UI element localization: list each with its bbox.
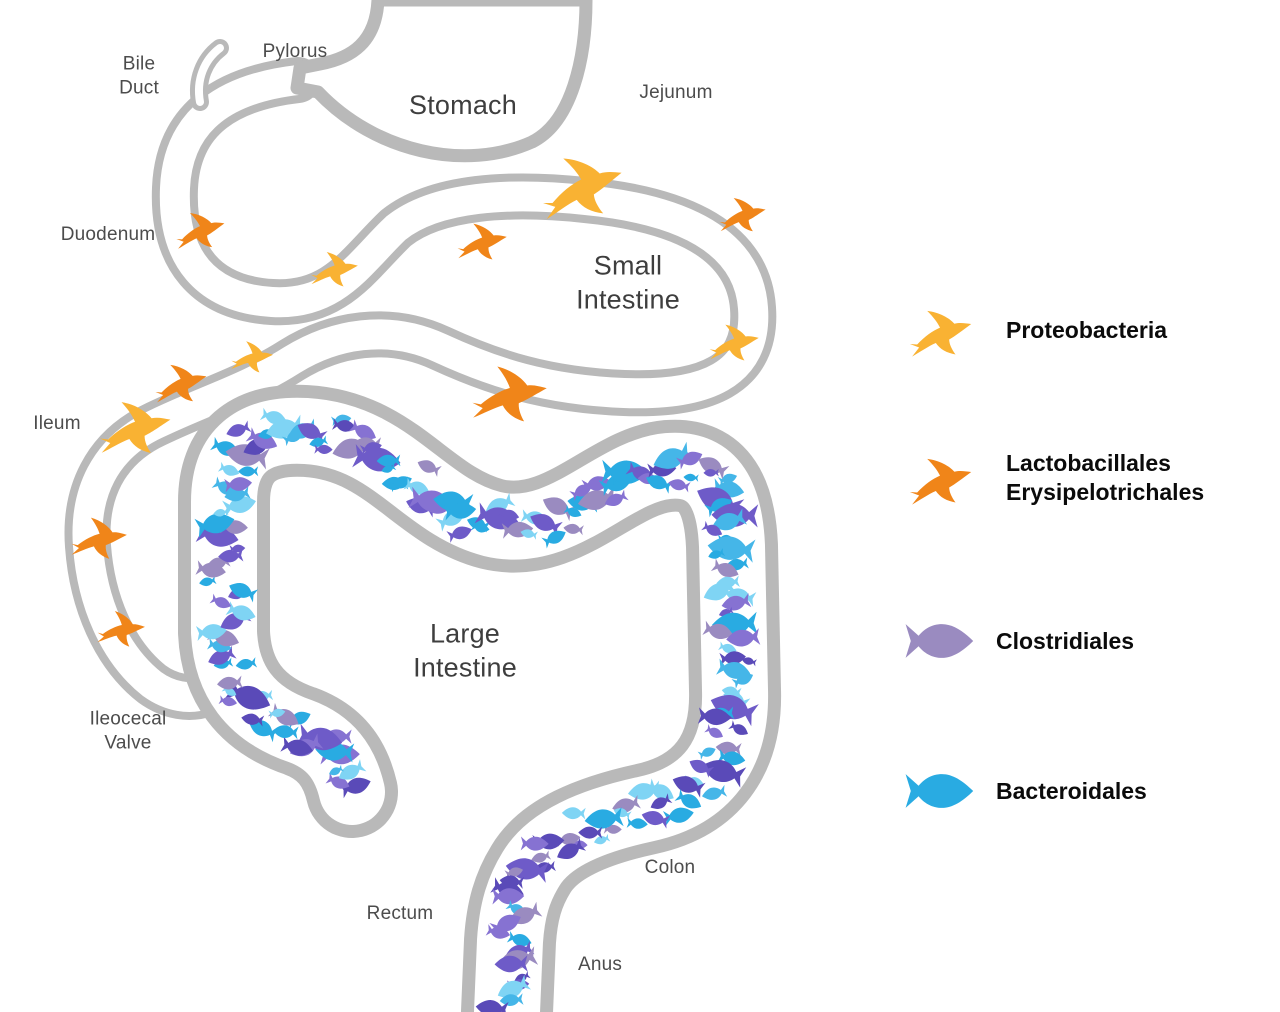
label-anus: Anus (577, 954, 623, 976)
small-intestine-tube-lumen (72, 65, 769, 712)
bacteroidales-fish-icon (905, 774, 974, 808)
clostridiales-fish-icon (905, 624, 974, 658)
label-duodenum: Duodenum (60, 224, 156, 246)
label-rectum: Rectum (366, 903, 434, 925)
legend-label-lactobacillales-erysipelotrichales: Lactobacillales Erysipelotrichales (1006, 450, 1205, 505)
legend-label-bacteroidales: Bacteroidales (996, 777, 1147, 804)
label-pylorus: Pylorus (262, 41, 328, 63)
label-stomach: Stomach (409, 90, 517, 121)
stomach-shape (290, 0, 593, 163)
lactobacillales-bird-icon (906, 448, 978, 508)
label-jejunum: Jejunum (639, 82, 713, 104)
label-ileum: Ileum (33, 413, 81, 435)
label-bile-duct: Bile Duct (119, 53, 159, 98)
label-large-intestine: Large Intestine (413, 618, 517, 682)
legend-item-proteobacteria: Proteobacteria (906, 300, 1167, 360)
proteobacteria-bird-icon (906, 300, 978, 360)
label-ileocecal-valve: Ileocecal Valve (89, 708, 167, 753)
bile-duct-tube-lumen (195, 44, 224, 106)
legend-label-clostridiales: Clostridiales (996, 627, 1135, 654)
legend-label-proteobacteria: Proteobacteria (1006, 316, 1168, 343)
legend-item-clostridiales: Clostridiales (902, 618, 1134, 664)
lactobacillales-bird-icon (452, 218, 511, 266)
legend-item-lactobacillales-erysipelotrichales: Lactobacillales Erysipelotrichales (906, 448, 1204, 508)
label-colon: Colon (644, 857, 696, 879)
label-small-intestine: Small Intestine (576, 250, 680, 314)
legend-item-bacteroidales: Bacteroidales (902, 768, 1147, 814)
